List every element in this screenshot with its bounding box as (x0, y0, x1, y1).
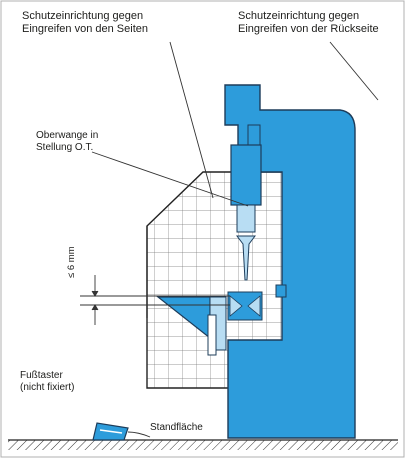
gap-label: ≤ 6 mm (66, 246, 77, 278)
press-frame (224, 84, 356, 439)
floor-label: Standfläche (150, 422, 203, 433)
lower-die (227, 284, 287, 321)
foot-switch-label: Fußtaster (nicht fixiert) (20, 370, 75, 393)
gap-dimension (80, 275, 230, 325)
upper-beam (230, 144, 262, 281)
ground-hatch (8, 439, 398, 450)
leader-lines (91, 41, 379, 207)
rear-guard-label: Schutzeinrichtung gegen Eingreifen von d… (238, 10, 379, 35)
foot-switch (92, 422, 151, 441)
front-support (156, 296, 227, 356)
upper-beam-label: Oberwange in Stellung O.T. (36, 130, 99, 153)
side-guard-label: Schutzeinrichtung gegen Eingreifen von d… (22, 10, 148, 35)
